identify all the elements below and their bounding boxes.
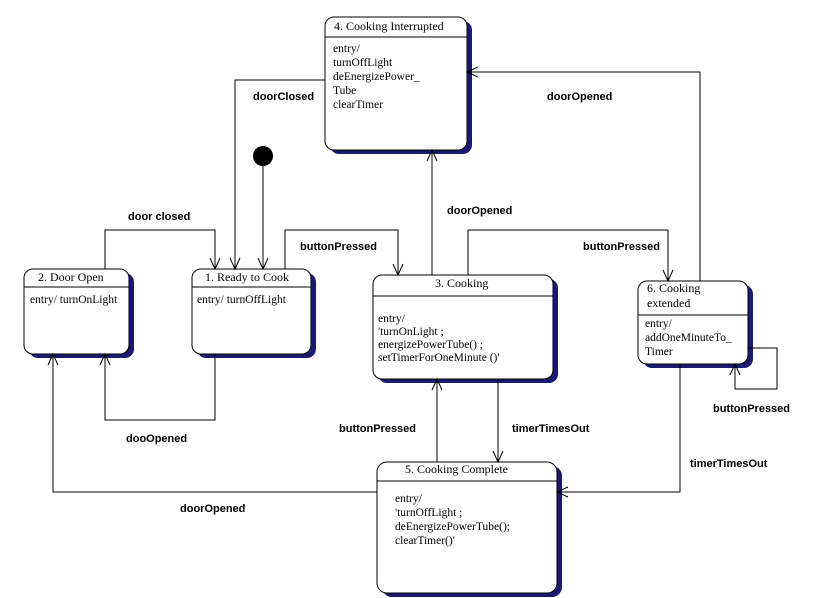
state-line: deEnergizePower_	[333, 71, 420, 83]
transition-timer-times-out-extended: timerTimesOut	[555, 364, 768, 498]
state-cooking-complete: 5. Cooking Complete entry/ 'turnOffLight…	[376, 461, 562, 597]
state-line: turnOffLight	[333, 57, 393, 69]
transition-button-pressed-extend: buttonPressed	[467, 229, 674, 283]
state-cooking-extended: 6. Cooking extended entry/ addOneMinuteT…	[637, 280, 753, 368]
state-cooking: 3. Cooking entry/ 'turnOnLight ; energiz…	[372, 274, 558, 383]
state-title: 1. Ready to Cook	[205, 270, 289, 284]
state-line: Timer	[645, 346, 673, 358]
transition-label: door closed	[128, 211, 190, 223]
transition-door-opened-from-ready: dooOpened	[99, 352, 216, 445]
state-line: addOneMinuteTo_	[645, 332, 732, 344]
transition-button-pressed-start: buttonPressed	[284, 229, 404, 277]
transition-timer-times-out: timerTimesOut	[492, 379, 590, 464]
transition-label: buttonPressed	[300, 241, 377, 253]
transition-door-closed-from-door-open: door closed	[104, 211, 221, 271]
state-line: entry/	[378, 313, 406, 325]
state-line: entry/ turnOnLight	[30, 294, 118, 306]
state-line: entry/	[395, 493, 423, 505]
transition-label: buttonPressed	[339, 423, 416, 435]
transition-label: doorOpened	[180, 503, 245, 515]
state-line: clearTimer()'	[395, 535, 455, 547]
state-line: entry/	[645, 318, 673, 330]
state-line: entry/ turnOffLight	[197, 294, 287, 306]
transition-self-button-pressed: buttonPressed	[713, 347, 790, 415]
state-title: 5. Cooking Complete	[405, 462, 508, 476]
transition-label: doorOpened	[547, 91, 612, 103]
transition-door-opened-from-cooking: doorOpened	[426, 148, 512, 275]
transition-label: dooOpened	[126, 433, 187, 445]
transition-label: timerTimesOut	[512, 423, 590, 435]
transition-label: doorOpened	[447, 205, 512, 217]
transition-label: buttonPressed	[583, 241, 660, 253]
state-ready-to-cook: 1. Ready to Cook entry/ turnOffLight	[191, 268, 316, 358]
state-line: 'turnOffLight ;	[395, 507, 462, 519]
state-line: 'turnOnLight ;	[378, 326, 444, 338]
initial-state	[253, 146, 273, 166]
transition-door-closed: doorClosed	[229, 79, 325, 271]
state-title: 3. Cooking	[435, 276, 488, 290]
transition-label: doorClosed	[253, 91, 314, 103]
state-line: deEnergizePowerTube();	[395, 521, 510, 533]
state-title: 6. Cooking	[647, 281, 700, 295]
state-title: 4. Cooking Interrupted	[334, 19, 444, 33]
state-door-open: 2. Door Open entry/ turnOnLight	[23, 268, 134, 358]
transition-button-pressed-restart: buttonPressed	[339, 377, 443, 462]
transition-initial	[257, 166, 269, 271]
transition-label: timerTimesOut	[690, 458, 768, 470]
state-line: entry/	[333, 43, 361, 55]
state-line: energizePowerTube() ;	[378, 339, 483, 351]
transition-door-opened-from-extended: doorOpened	[465, 66, 701, 281]
state-cooking-interrupted: 4. Cooking Interrupted entry/ turnOffLig…	[324, 16, 472, 154]
state-line: setTimerForOneMinute ()'	[378, 352, 499, 364]
transition-door-opened-from-complete: doorOpened	[47, 352, 377, 515]
state-title: 2. Door Open	[38, 270, 104, 284]
transition-label: buttonPressed	[713, 403, 790, 415]
state-title-line-2: extended	[647, 296, 690, 310]
state-line: Tube	[333, 85, 356, 97]
state-line: clearTimer	[333, 99, 383, 111]
